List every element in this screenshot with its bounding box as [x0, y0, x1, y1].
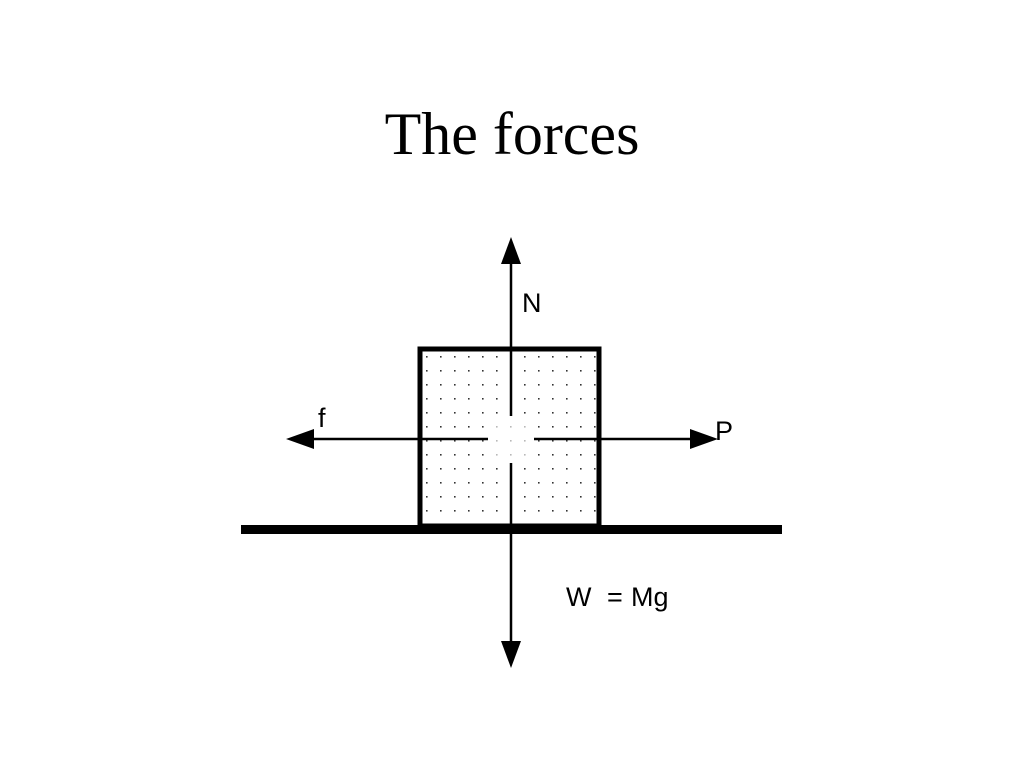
friction-force-arrowhead	[286, 429, 314, 449]
pushing-force-label: P	[715, 416, 733, 446]
center-of-mass-dots	[488, 416, 534, 462]
slide-title: The forces	[384, 101, 640, 167]
normal-force-arrowhead	[501, 237, 521, 264]
weight-label: W	[566, 582, 592, 612]
normal-force-label: N	[522, 288, 542, 318]
weight-equals-sign: =	[607, 582, 623, 612]
weight-expression: Mg	[631, 582, 669, 612]
pushing-force-arrowhead	[690, 429, 718, 449]
weight-arrowhead	[501, 641, 521, 668]
friction-force-label: f	[318, 403, 326, 433]
